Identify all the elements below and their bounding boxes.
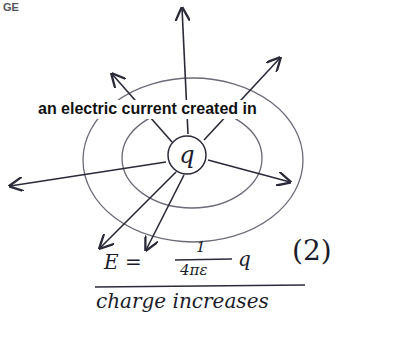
field-line-arrow bbox=[204, 58, 280, 140]
callout-number: (2) bbox=[292, 236, 332, 265]
printed-text: an electric current created in bbox=[36, 100, 259, 119]
cut-heading: GE bbox=[3, 2, 19, 14]
charge-outline bbox=[168, 136, 206, 174]
fraction-numerator: 1 bbox=[196, 240, 206, 256]
field-line-arrow bbox=[146, 175, 184, 250]
field-line-arrow bbox=[10, 162, 166, 186]
equipotential-ring bbox=[122, 108, 262, 208]
charge-circle: q bbox=[167, 135, 207, 175]
fraction-bar bbox=[175, 259, 232, 260]
fraction-denominator: 4πε bbox=[180, 263, 207, 279]
field-line-arrow bbox=[208, 160, 290, 182]
charge-symbol: q bbox=[238, 249, 251, 270]
handwritten-note: charge increases bbox=[96, 291, 269, 312]
formula-lhs: E = bbox=[104, 252, 142, 273]
charge-symbol: q bbox=[179, 143, 194, 167]
underline bbox=[95, 285, 305, 287]
field-line-arrow bbox=[100, 172, 176, 248]
